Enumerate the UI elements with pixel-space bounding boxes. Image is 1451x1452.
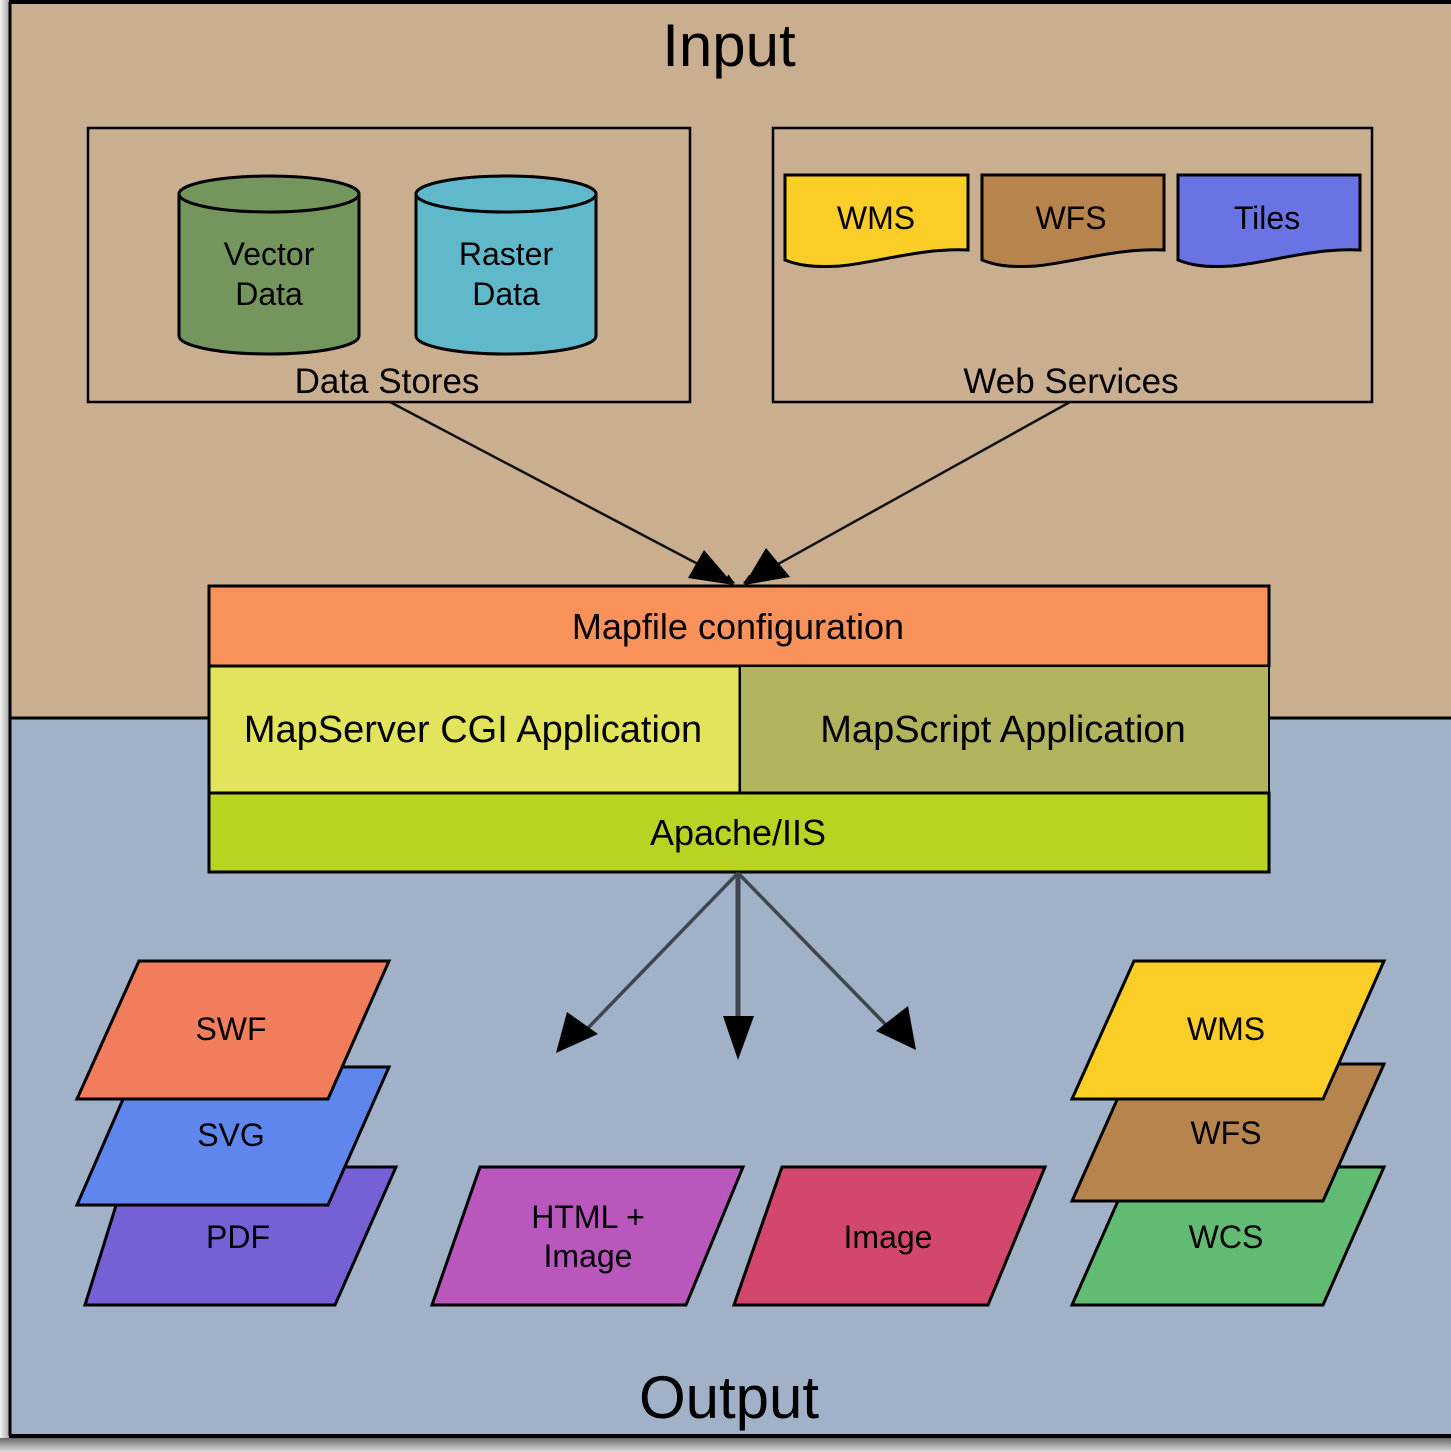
web-services-group: WMS WFS Tiles Web Services [771, 126, 1374, 404]
tiles-input-label: Tiles [1234, 200, 1300, 236]
image-label: Image [844, 1219, 933, 1255]
html-image-label-2: Image [544, 1238, 633, 1274]
wms-output-label: WMS [1187, 1011, 1265, 1047]
arrow-data-stores-to-mapfile [389, 400, 735, 585]
arrow-to-left-output [586, 871, 740, 1030]
frame-shadow-left [0, 0, 9, 1440]
vector-data-label-2: Data [235, 276, 303, 312]
arrowhead-left [688, 550, 734, 585]
image-shape [731, 1165, 1048, 1307]
pdf-output-label: PDF [206, 1219, 270, 1255]
mapserver-stack: Mapfile configuration MapServer CGI Appl… [207, 584, 1271, 874]
mapfile-configuration-label: Mapfile configuration [572, 606, 904, 647]
ogc-services-stack: WCS WFS WMS [1069, 959, 1387, 1307]
wfs-input-label: WFS [1035, 200, 1106, 236]
html-image-shape [429, 1165, 746, 1307]
raster-data-label-2: Data [472, 276, 540, 312]
web-services-box [771, 126, 1374, 404]
arrow-web-services-to-mapfile [743, 400, 1071, 585]
mapfile-configuration-block [207, 584, 1271, 668]
arrow-to-right-output [736, 871, 888, 1027]
arrowhead-right [744, 548, 790, 585]
swf-output-shape [74, 959, 392, 1101]
output-arrows [556, 871, 916, 1060]
wms-input-label: WMS [837, 200, 915, 236]
data-stores-label: Data Stores [295, 362, 480, 401]
wfs-input-document: WFS [980, 173, 1166, 268]
frame-shadow-bottom [0, 1438, 1451, 1452]
swf-output-label: SWF [195, 1011, 266, 1047]
image-output: Image [731, 1165, 1048, 1307]
svg-output-label: SVG [197, 1117, 265, 1153]
wms-input-document: WMS [783, 173, 970, 268]
apache-iis-block [207, 791, 1271, 874]
apache-iis-label: Apache/IIS [650, 812, 826, 853]
arrowhead-center-output [723, 1016, 754, 1060]
web-services-label: Web Services [963, 362, 1178, 401]
wfs-output-label: WFS [1190, 1115, 1261, 1151]
html-image-output: HTML + Image [429, 1165, 746, 1307]
mapscript-block [739, 665, 1270, 794]
vector-data-label-1: Vector [224, 236, 315, 272]
wcs-output-label: WCS [1189, 1219, 1264, 1255]
data-stores-group: Vector Data Raster Data Data Stores [86, 126, 692, 404]
arrowhead-left-output [556, 1012, 598, 1053]
input-title: Input [662, 12, 796, 79]
mapserver-cgi-label: MapServer CGI Application [244, 709, 702, 751]
mapscript-label: MapScript Application [820, 709, 1185, 751]
raster-data-label-1: Raster [459, 236, 554, 272]
wms-output-shape [1069, 959, 1387, 1101]
arrowhead-right-output [876, 1006, 916, 1050]
tiles-input-document: Tiles [1176, 173, 1362, 268]
vector-data-cylinder: Vector Data [177, 174, 361, 356]
html-image-label-1: HTML + [531, 1199, 645, 1235]
output-title: Output [639, 1364, 819, 1431]
document-formats-stack: PDF SVG SWF [74, 959, 399, 1307]
mapserver-cgi-block [207, 664, 742, 795]
raster-data-cylinder: Raster Data [414, 174, 598, 356]
data-stores-box [86, 126, 692, 404]
